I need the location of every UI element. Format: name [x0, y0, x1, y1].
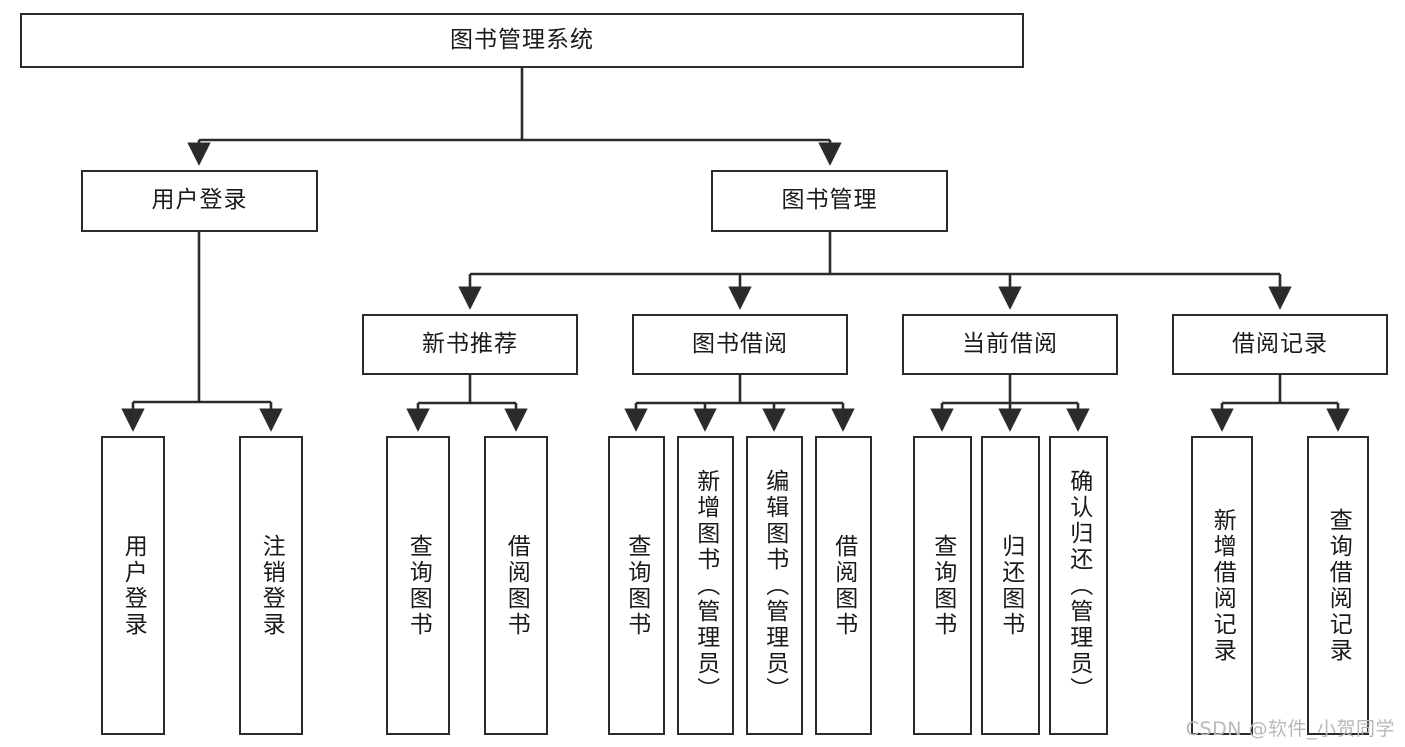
- node-current-borrow-label: 当前借阅: [962, 330, 1058, 357]
- node-leaf-query-book-2[interactable]: 查询图书: [608, 436, 665, 735]
- node-root[interactable]: 图书管理系统: [20, 13, 1024, 68]
- node-user-login[interactable]: 用户登录: [81, 170, 318, 232]
- node-leaf-confirm-return[interactable]: 确认归还（管理员）: [1049, 436, 1108, 735]
- node-borrow-record[interactable]: 借阅记录: [1172, 314, 1388, 375]
- node-leaf-borrow-book-2-label: 借阅图书: [830, 533, 857, 638]
- node-leaf-add-book[interactable]: 新增图书（管理员）: [677, 436, 734, 735]
- node-leaf-user-login-label: 用户登录: [120, 533, 147, 638]
- node-leaf-add-record[interactable]: 新增借阅记录: [1191, 436, 1253, 735]
- node-leaf-confirm-return-label: 确认归还（管理员）: [1065, 468, 1092, 703]
- node-user-login-label: 用户登录: [151, 187, 248, 214]
- node-leaf-borrow-book-2[interactable]: 借阅图书: [815, 436, 872, 735]
- node-leaf-query-record[interactable]: 查询借阅记录: [1307, 436, 1369, 735]
- node-leaf-borrow-book-1-label: 借阅图书: [503, 533, 530, 638]
- watermark: CSDN @软件_小贺同学: [1185, 718, 1395, 740]
- node-new-book-rec-label: 新书推荐: [422, 330, 518, 357]
- node-book-manage[interactable]: 图书管理: [711, 170, 948, 232]
- node-leaf-edit-book-label: 编辑图书（管理员）: [761, 468, 788, 703]
- node-leaf-edit-book[interactable]: 编辑图书（管理员）: [746, 436, 803, 735]
- node-book-borrow[interactable]: 图书借阅: [632, 314, 848, 375]
- node-current-borrow[interactable]: 当前借阅: [902, 314, 1118, 375]
- node-leaf-add-book-label: 新增图书（管理员）: [692, 468, 719, 703]
- node-leaf-query-book-2-label: 查询图书: [623, 533, 650, 638]
- node-leaf-query-record-label: 查询借阅记录: [1325, 507, 1352, 664]
- node-new-book-rec[interactable]: 新书推荐: [362, 314, 578, 375]
- node-leaf-add-record-label: 新增借阅记录: [1209, 507, 1236, 664]
- node-borrow-record-label: 借阅记录: [1232, 330, 1328, 357]
- node-leaf-borrow-book-1[interactable]: 借阅图书: [484, 436, 548, 735]
- node-leaf-query-book-1-label: 查询图书: [405, 533, 432, 638]
- node-leaf-query-book-3-label: 查询图书: [929, 533, 956, 638]
- node-book-borrow-label: 图书借阅: [692, 330, 788, 357]
- node-leaf-query-book-1[interactable]: 查询图书: [386, 436, 450, 735]
- node-root-label: 图书管理系统: [450, 26, 594, 53]
- node-leaf-user-login[interactable]: 用户登录: [101, 436, 165, 735]
- node-book-manage-label: 图书管理: [781, 187, 878, 214]
- node-leaf-return-book[interactable]: 归还图书: [981, 436, 1040, 735]
- node-leaf-return-book-label: 归还图书: [997, 533, 1024, 638]
- node-leaf-user-logout-label: 注销登录: [258, 533, 285, 638]
- node-leaf-user-logout[interactable]: 注销登录: [239, 436, 303, 735]
- node-leaf-query-book-3[interactable]: 查询图书: [913, 436, 972, 735]
